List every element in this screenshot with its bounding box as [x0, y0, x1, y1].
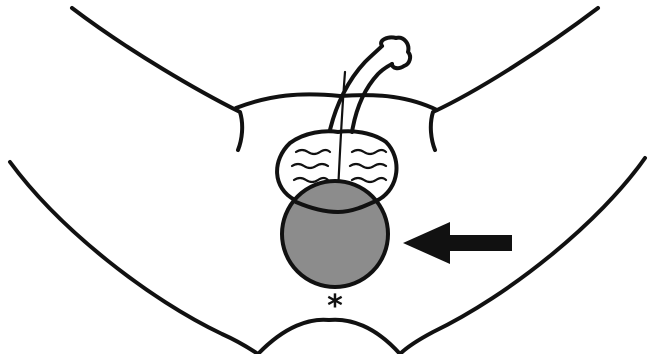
right-groin-line: [431, 8, 598, 150]
right-inner-contour: [329, 320, 400, 354]
rugae-right-3: [352, 178, 386, 182]
perineal-mass: [282, 181, 388, 287]
rugae-left-1: [296, 150, 330, 154]
left-outer-thigh-contour: [10, 162, 258, 354]
asterisk-icon: *: [327, 289, 343, 324]
arrow-left-icon: [403, 222, 512, 264]
left-inner-contour: [258, 320, 329, 354]
glans: [381, 37, 410, 68]
left-groin-line: [72, 8, 242, 150]
rugae-left-2: [292, 164, 328, 168]
rugae-right-1: [352, 150, 386, 154]
rugae-right-2: [350, 164, 386, 168]
